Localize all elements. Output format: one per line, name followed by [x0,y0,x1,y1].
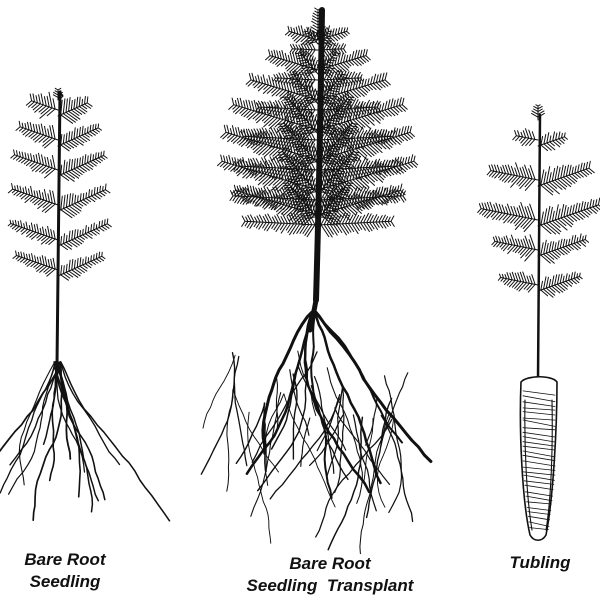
root [247,310,314,474]
caption-line: Bare Root [180,553,480,575]
branch [513,129,538,146]
branch [498,272,538,292]
branch [538,132,567,151]
caption-bare-root-seedling: Bare Root Seedling [0,549,130,593]
branch [487,163,538,191]
branch [16,121,58,148]
root [381,416,412,522]
stem [57,92,60,365]
branch [58,252,105,280]
branch [492,235,538,261]
branch [58,219,111,250]
branch [58,151,107,181]
branch [26,92,58,118]
branch [58,97,92,124]
branch [58,124,101,151]
bare-root-seedling-transplant-illustration [201,8,431,554]
branch [538,161,594,195]
caption-line: Seedling Transplant [180,575,480,597]
caption-line: Tubling [480,552,600,574]
branch [8,184,58,213]
branch [8,220,58,244]
branch [538,234,589,263]
branch [538,198,600,234]
branch [58,184,110,218]
tubling-illustration [478,105,600,540]
caption-line: Seedling [0,571,130,593]
branch [532,105,545,120]
root [203,355,235,428]
caption-tubling: Tubling [480,552,600,574]
branch [11,150,58,178]
root [385,376,402,513]
caption-line: Bare Root [0,549,130,571]
branch [478,202,538,231]
bare-root-seedling-illustration [0,88,169,521]
branch [538,272,582,297]
branch [13,251,58,276]
caption-bare-root-seedling-transplant: Bare Root Seedling Transplant [180,553,480,597]
stem [538,115,540,380]
